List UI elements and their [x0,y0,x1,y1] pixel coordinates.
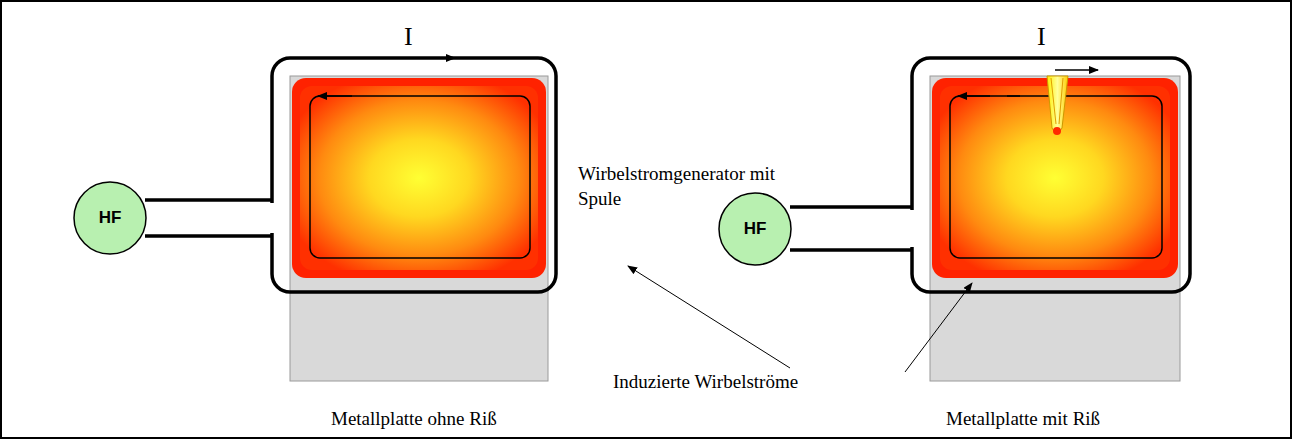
current-symbol: I [404,20,413,54]
generator-label: HF [717,191,793,267]
generator-circle: HF [72,180,148,256]
caption-label: Metallplatte ohne Riß [331,407,497,432]
caption-label: Metallplatte mit Riß [946,407,1100,432]
generator-label: HF [72,180,148,256]
current-symbol: I [1037,20,1046,54]
caption-label: Wirbelstromgenerator mit Spule [578,162,818,211]
generator-circle: HF [717,191,793,267]
caption-label: Induzierte Wirbelströme [613,370,798,395]
